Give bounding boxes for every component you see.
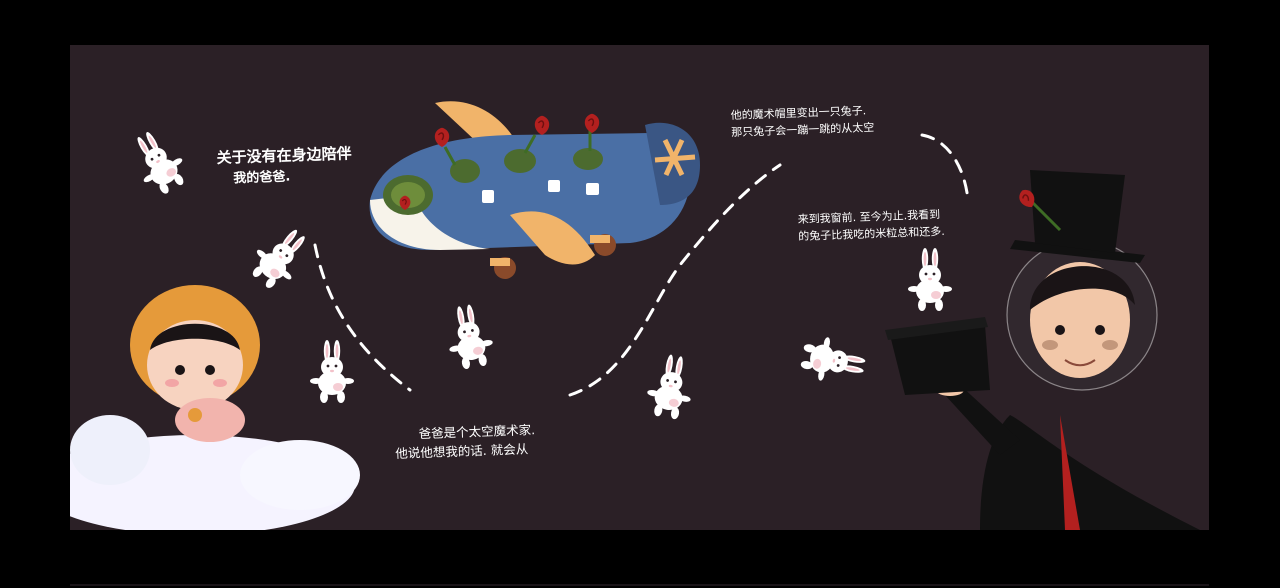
illustration-panel: 关于没有在身边陪伴 我的爸爸. 他的魔术帽里变出一只兔子. 那只兔子会一蹦一跳的… [70,45,1209,530]
caption-bottom-center: 爸爸是个太空魔术家. 他说他想我的话. 就会从 [394,420,536,464]
caption-top-right: 他的魔术帽里变出一只兔子. 那只兔子会一蹦一跳的从太空 [730,102,874,141]
child-illustration [70,285,360,530]
caption-middle-right: 来到我窗前. 至今为止.我看到 的兔子比我吃的米粒总和还多. [797,206,945,245]
rose-icon [1015,186,1062,232]
toy-airplane-icon [369,101,700,279]
illustration-artwork [70,101,1200,530]
bottom-divider [70,584,1209,586]
top-hat-icon [885,170,1145,395]
caption-top-left: 关于没有在身边陪伴 我的爸爸. [216,142,352,190]
magician-illustration [885,170,1200,530]
